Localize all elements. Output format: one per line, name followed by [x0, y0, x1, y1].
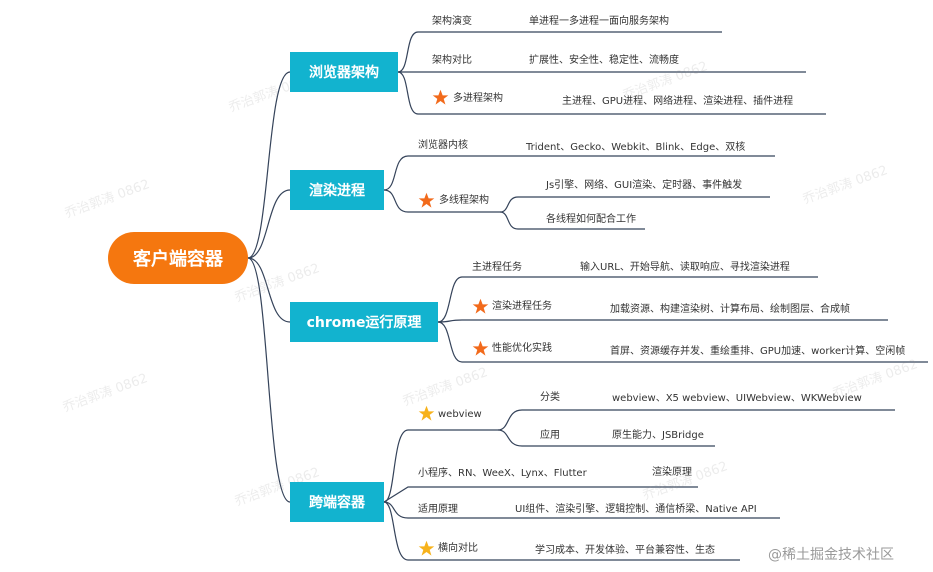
branch-chrome-principle[interactable]: chrome运行原理 [290, 302, 438, 342]
branch-render-process[interactable]: 渲染进程 [290, 170, 384, 210]
star-icon [418, 192, 435, 208]
node-main-process-task[interactable]: 主进程任务 [472, 262, 522, 273]
root-node[interactable]: 客户端容器 [108, 232, 248, 284]
node-multi-process[interactable]: 多进程架构 [453, 93, 503, 104]
node-applicable-principle[interactable]: 适用原理 [418, 504, 458, 515]
node-frameworks-detail[interactable]: 渲染原理 [652, 467, 692, 478]
star-icon [472, 298, 489, 314]
node-webview-application-detail[interactable]: 原生能力、JSBridge [612, 430, 704, 441]
node-webview-category-detail[interactable]: webview、X5 webview、UIWebview、WKWebview [612, 393, 862, 404]
node-applicable-principle-detail[interactable]: UI组件、渲染引擎、逻辑控制、通信桥梁、Native API [515, 504, 757, 515]
node-browser-kernel-detail[interactable]: Trident、Gecko、Webkit、Blink、Edge、双核 [526, 142, 746, 153]
node-webview[interactable]: webview [438, 409, 482, 420]
source-credit: @稀土掘金技术社区 [768, 547, 894, 563]
node-horizontal-compare[interactable]: 横向对比 [438, 543, 478, 554]
node-arch-compare-detail[interactable]: 扩展性、安全性、稳定性、流畅度 [529, 55, 679, 66]
node-horizontal-compare-detail[interactable]: 学习成本、开发体验、平台兼容性、生态 [535, 545, 715, 556]
node-webview-category[interactable]: 分类 [540, 392, 560, 403]
star-icon [418, 540, 435, 556]
node-webview-application[interactable]: 应用 [540, 430, 560, 441]
node-main-process-task-detail[interactable]: 输入URL、开始导航、读取响应、寻找渲染进程 [580, 262, 790, 273]
star-icon [472, 340, 489, 356]
node-performance-practice[interactable]: 性能优化实践 [492, 343, 552, 354]
node-arch-evolution[interactable]: 架构演变 [432, 16, 472, 27]
node-frameworks[interactable]: 小程序、RN、WeeX、Lynx、Flutter [418, 468, 587, 479]
node-arch-evolution-detail[interactable]: 单进程一多进程一面向服务架构 [529, 16, 669, 27]
node-render-process-task[interactable]: 渲染进程任务 [492, 301, 552, 312]
node-render-process-task-detail[interactable]: 加载资源、构建渲染树、计算布局、绘制图层、合成帧 [610, 304, 850, 315]
star-icon [418, 405, 435, 421]
node-multi-process-detail[interactable]: 主进程、GPU进程、网络进程、渲染进程、插件进程 [562, 96, 794, 107]
node-browser-kernel[interactable]: 浏览器内核 [418, 140, 468, 151]
branch-cross-platform[interactable]: 跨端容器 [290, 482, 384, 522]
star-icon [432, 89, 449, 105]
node-multi-thread-detail-2[interactable]: 各线程如何配合工作 [546, 214, 636, 225]
node-multi-thread-detail-1[interactable]: Js引擎、网络、GUI渲染、定时器、事件触发 [546, 180, 743, 191]
node-arch-compare[interactable]: 架构对比 [432, 55, 472, 66]
node-performance-practice-detail[interactable]: 首屏、资源缓存并发、重绘重排、GPU加速、worker计算、空闲帧 [610, 346, 906, 357]
branch-browser-architecture[interactable]: 浏览器架构 [290, 52, 398, 92]
node-multi-thread[interactable]: 多线程架构 [439, 195, 489, 206]
